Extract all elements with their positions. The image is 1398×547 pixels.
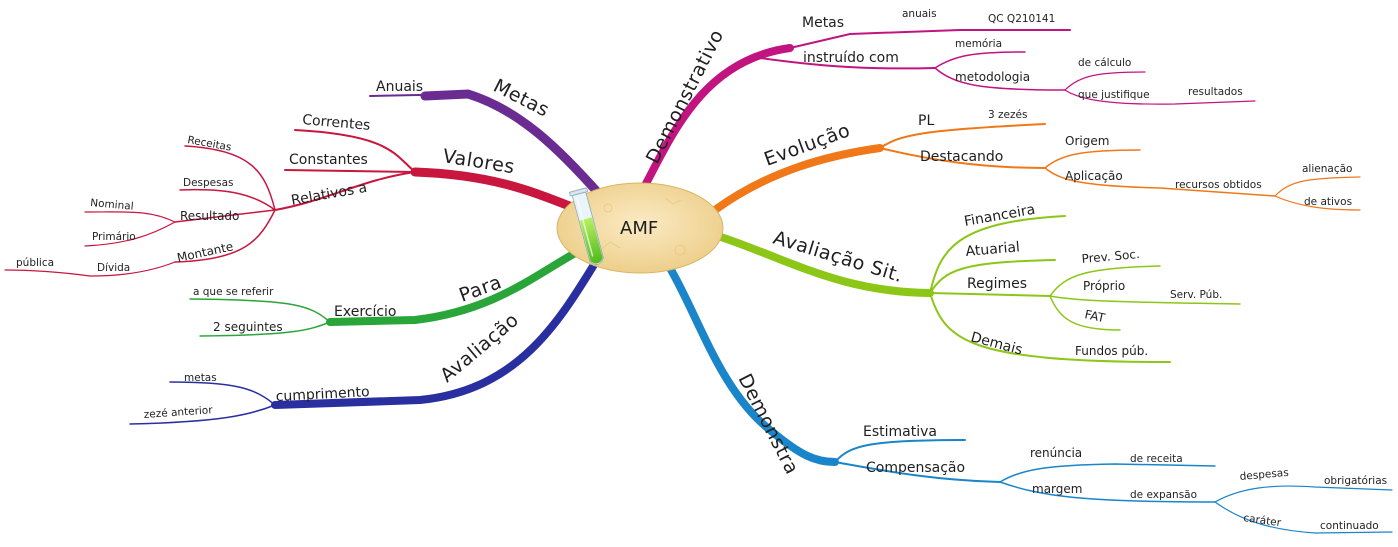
demonstrativo-resultados[interactable]: resultados xyxy=(1188,86,1243,98)
valores-divida[interactable]: Dívida xyxy=(97,262,130,274)
demonstra-carater[interactable]: caráter xyxy=(1243,512,1283,529)
evolucao-alienacao[interactable]: alienação xyxy=(1302,163,1352,175)
metas-anuais[interactable]: Anuais xyxy=(376,79,423,95)
evolucao-recursos[interactable]: recursos obtidos xyxy=(1175,179,1262,191)
demonstra-obrigatorias[interactable]: obrigatórias xyxy=(1324,475,1387,487)
avaliacao-sit-regimes[interactable]: Regimes xyxy=(967,276,1027,292)
avaliacao-cumprimento[interactable]: cumprimento xyxy=(275,384,370,405)
valores-nominal[interactable]: Nominal xyxy=(90,197,134,213)
evolucao-origem[interactable]: Origem xyxy=(1065,134,1109,148)
evolucao-pl[interactable]: PL xyxy=(918,113,934,129)
valores-primario[interactable]: Primário xyxy=(92,231,136,243)
science-decoration xyxy=(599,197,686,256)
branch-demonstrativo xyxy=(636,29,1256,199)
valores-correntes[interactable]: Correntes xyxy=(302,112,371,134)
valores-receitas[interactable]: Receitas xyxy=(186,134,232,154)
avaliacao-sit-fat[interactable]: FAT xyxy=(1083,307,1107,325)
demonstra-continuado[interactable]: continuado xyxy=(1320,520,1379,532)
demonstrativo-anuais[interactable]: anuais xyxy=(902,8,937,20)
branch-para xyxy=(189,241,594,337)
avaliacao-sit-fundos[interactable]: Fundos púb. xyxy=(1075,344,1148,358)
demonstrativo-qc[interactable]: QC Q210141 xyxy=(988,13,1055,25)
avaliacao-label[interactable]: Avaliação xyxy=(436,309,523,387)
valores-relativos[interactable]: Relativos a xyxy=(290,180,368,209)
valores-constantes[interactable]: Constantes xyxy=(289,152,368,168)
demonstra-label[interactable]: Demonstra xyxy=(734,370,803,478)
demonstrativo-memoria[interactable]: memória xyxy=(955,38,1002,50)
demonstra-de-receita[interactable]: de receita xyxy=(1130,453,1183,465)
demonstrativo-de-calculo[interactable]: de cálculo xyxy=(1078,57,1131,69)
valores-publica[interactable]: pública xyxy=(16,257,54,269)
demonstrativo-label[interactable]: Demonstrativo xyxy=(642,26,729,167)
demonstrativo-que-justifique[interactable]: que justifique xyxy=(1078,89,1150,101)
branch-avaliacao-sit xyxy=(714,215,1241,363)
evolucao-destacando[interactable]: Destacando xyxy=(920,149,1003,165)
evolucao-de-ativos[interactable]: de ativos xyxy=(1304,196,1352,208)
center-label: AMF xyxy=(620,218,658,239)
branch-avaliacao xyxy=(129,251,604,425)
avaliacao-metas[interactable]: metas xyxy=(184,372,217,384)
demonstra-renuncia[interactable]: renúncia xyxy=(1030,446,1082,460)
avaliacao-sit-prev-soc[interactable]: Prev. Soc. xyxy=(1081,247,1140,266)
para-exercicio[interactable]: Exercício xyxy=(334,304,397,320)
branch-demonstra xyxy=(666,264,1393,534)
evolucao-aplicacao[interactable]: Aplicação xyxy=(1065,169,1123,183)
para-que-se-referir[interactable]: a que se referir xyxy=(193,286,274,298)
evolucao-3-zezes[interactable]: 3 zezés xyxy=(988,109,1027,121)
avaliacao-sit-atuarial[interactable]: Atuarial xyxy=(965,239,1021,260)
avaliacao-zeze[interactable]: zezé anterior xyxy=(143,404,213,421)
valores-montante[interactable]: Montante xyxy=(176,239,235,265)
avaliacao-sit-proprio[interactable]: Próprio xyxy=(1083,279,1125,293)
branch-evolucao xyxy=(711,123,1361,214)
valores-despesas[interactable]: Despesas xyxy=(183,177,234,189)
demonstra-despesas[interactable]: despesas xyxy=(1239,467,1289,483)
demonstra-compensacao[interactable]: Compensação xyxy=(866,460,965,476)
demonstrativo-metas[interactable]: Metas xyxy=(802,15,844,31)
branch-metas xyxy=(369,89,605,200)
demonstra-margem[interactable]: margem xyxy=(1032,482,1082,496)
demonstrativo-metodologia[interactable]: metodologia xyxy=(955,70,1030,84)
para-seguintes[interactable]: 2 seguintes xyxy=(213,320,283,334)
test-tube-icon xyxy=(569,187,604,265)
demonstra-estimativa[interactable]: Estimativa xyxy=(863,424,937,440)
valores-resultado[interactable]: Resultado xyxy=(180,209,239,223)
avaliacao-sit-financeira[interactable]: Financeira xyxy=(963,202,1036,230)
avaliacao-sit-demais[interactable]: Demais xyxy=(969,329,1024,358)
demonstrativo-instruido[interactable]: instruído com xyxy=(803,50,899,66)
metas-label[interactable]: Metas xyxy=(490,75,553,122)
avaliacao-sit-serv-pub[interactable]: Serv. Púb. xyxy=(1170,289,1222,301)
demonstra-de-expansao[interactable]: de expansão xyxy=(1130,489,1197,501)
